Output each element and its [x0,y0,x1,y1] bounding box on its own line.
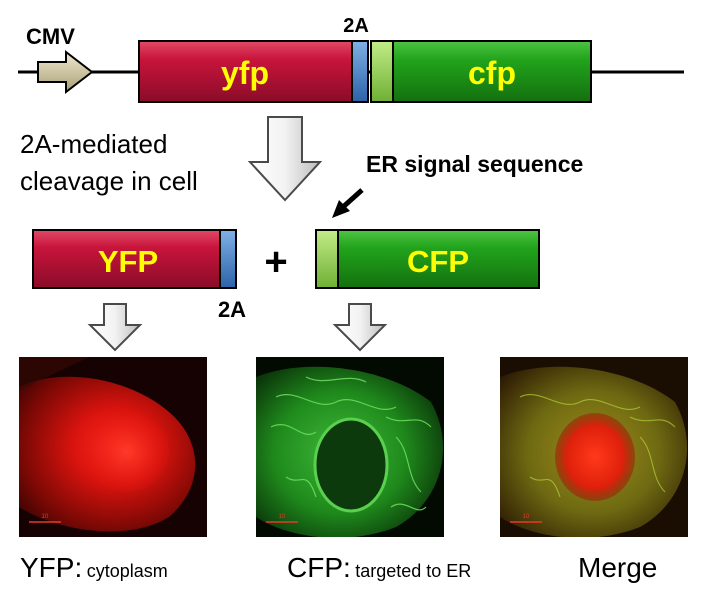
yfp-protein-label: YFP [98,244,158,279]
linker-2a-box [351,40,369,103]
yfp-protein-box [32,229,221,289]
cfp-protein-label: CFP [407,244,469,279]
down-arrow-icon [87,303,143,352]
scale-bar-label: 10 [523,514,530,520]
plus-sign: + [264,240,287,284]
cfp-caption-main: CFP: [287,552,351,583]
cfp-protein-box [337,229,540,289]
yfp-caption-sub: cytoplasm [86,561,168,581]
tag-2a-label: 2A [218,297,246,322]
cfp-gene-label: cfp [468,55,516,91]
yfp-micrograph: 10 [19,357,207,537]
merge-caption-main: Merge [578,552,658,583]
down-arrow-icon [247,116,323,202]
promoter-label: CMV [26,24,75,49]
cfp-gene-box [392,40,592,103]
er-signal-label: ER signal sequence [366,151,583,177]
yfp-caption: YFP: cytoplasm [20,552,168,584]
cfp-micrograph: 10 [256,357,444,537]
pointer-arrow-shaft [341,188,364,209]
down-arrow-icon [332,303,388,352]
promoter-arrow-icon [37,49,94,95]
merge-micrograph: 10 [500,357,688,537]
scale-bar-label: 10 [279,514,286,520]
signal-sequence-protein-box [315,229,339,289]
pointer-arrow-icon [332,200,350,218]
merge-caption: Merge [578,552,657,584]
tag-2a-box [219,229,237,289]
process-label-line2: cleavage in cell [20,166,198,196]
yfp-gene-label: yfp [221,55,269,91]
signal-sequence-box [370,40,394,103]
scale-bar-label: 10 [42,514,49,520]
process-label-line1: 2A-mediated [20,129,167,159]
cfp-caption-sub: targeted to ER [355,561,472,581]
linker-2a-label: 2A [343,15,369,37]
yfp-caption-main: YFP: [20,552,83,583]
cfp-caption: CFP: targeted to ER [287,552,471,584]
